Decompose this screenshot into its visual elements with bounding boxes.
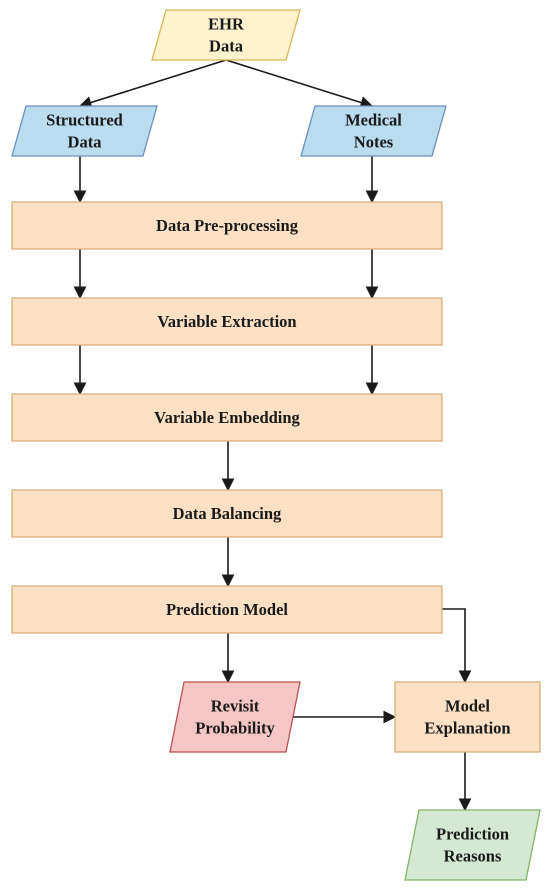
node-embedding: Variable Embedding [11,393,443,442]
node-label: Reasons [444,847,502,866]
node-shape [151,9,301,61]
node-prediction-model: Prediction Model [11,585,443,634]
node-label: Prediction Model [166,600,288,619]
node-ehr-data: EHR Data [151,9,301,61]
node-label: Data [68,133,102,152]
node-shape [404,809,541,881]
node-shape [169,681,301,753]
node-label: Model [445,697,490,716]
node-shape [11,585,443,634]
arrow-1 [78,59,227,109]
node-extraction: Variable Extraction [11,297,443,346]
arrow-2 [225,59,374,109]
node-label: Structured [46,111,123,130]
node-shape [11,105,158,157]
node-shape [300,105,447,157]
node-label: Variable Embedding [154,408,300,427]
arrow-12 [442,608,472,684]
node-label: Variable Extraction [157,312,296,331]
node-shape [394,681,541,753]
node-shape [11,201,443,250]
node-label: Prediction [436,825,509,844]
node-label: Medical [345,111,402,130]
node-label: Revisit [211,697,260,716]
node-label: EHR [208,15,245,34]
node-label: Data [209,37,243,56]
node-label: Data Pre-processing [156,216,299,235]
node-label: Notes [354,133,394,152]
node-shape [11,393,443,442]
node-label: Probability [195,719,275,738]
node-preprocessing: Data Pre-processing [11,201,443,250]
node-shape [11,489,443,538]
node-balancing: Data Balancing [11,489,443,538]
node-label: Explanation [424,719,510,738]
edges-layer [73,59,472,812]
node-label: Data Balancing [173,504,282,523]
node-shape [11,297,443,346]
